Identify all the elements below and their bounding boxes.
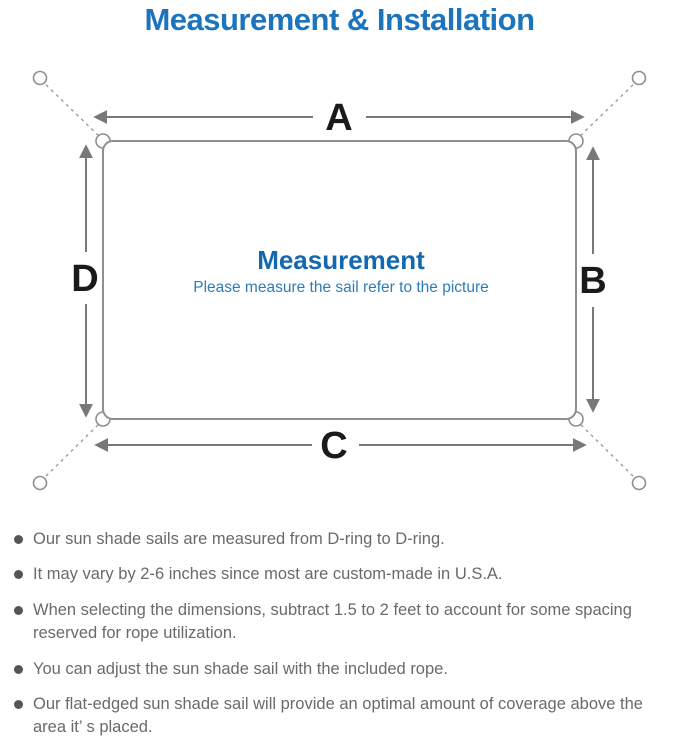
- diagram-heading: Measurement: [257, 245, 425, 275]
- anchor-ring-bottom-right-icon: [631, 475, 647, 491]
- side-label-a: A: [325, 97, 352, 139]
- bullet-dot-icon: [14, 700, 23, 710]
- rope-dash-top-right: [577, 79, 639, 139]
- note-item: When selecting the dimensions, subtract …: [12, 599, 663, 646]
- note-text: Our flat-edged sun shade sail will provi…: [33, 695, 643, 737]
- anchor-ring-top-right-icon: [631, 70, 647, 86]
- side-label-b: B: [579, 260, 606, 302]
- measurement-notes-list: Our sun shade sails are measured from D-…: [12, 528, 663, 739]
- bullet-dot-icon: [14, 605, 23, 615]
- note-item: You can adjust the sun shade sail with t…: [12, 658, 663, 681]
- rope-dash-bottom-left: [40, 421, 102, 482]
- rope-dash-bottom-right: [577, 421, 639, 482]
- note-text: It may vary by 2-6 inches since most are…: [33, 565, 503, 584]
- rope-dash-top-left: [40, 79, 102, 139]
- bullet-dot-icon: [14, 570, 23, 580]
- page-title: Measurement & Installation: [144, 2, 535, 37]
- diagram-subheading: Please measure the sail refer to the pic…: [193, 279, 489, 296]
- side-label-d: D: [71, 258, 98, 300]
- note-text: You can adjust the sun shade sail with t…: [33, 659, 448, 678]
- side-label-c: C: [320, 425, 347, 467]
- note-text: Our sun shade sails are measured from D-…: [33, 530, 445, 548]
- sail-outline: [102, 140, 577, 420]
- note-item: Our flat-edged sun shade sail will provi…: [12, 693, 663, 739]
- bullet-dot-icon: [14, 664, 23, 674]
- note-item: It may vary by 2-6 inches since most are…: [12, 563, 663, 586]
- note-text: When selecting the dimensions, subtract …: [33, 600, 632, 643]
- note-item: Our sun shade sails are measured from D-…: [12, 528, 663, 551]
- anchor-ring-top-left-icon: [32, 70, 48, 86]
- bullet-dot-icon: [14, 535, 23, 544]
- measurement-diagram: A B C D Measurement Please measure the s…: [32, 70, 647, 491]
- anchor-ring-bottom-left-icon: [32, 475, 48, 491]
